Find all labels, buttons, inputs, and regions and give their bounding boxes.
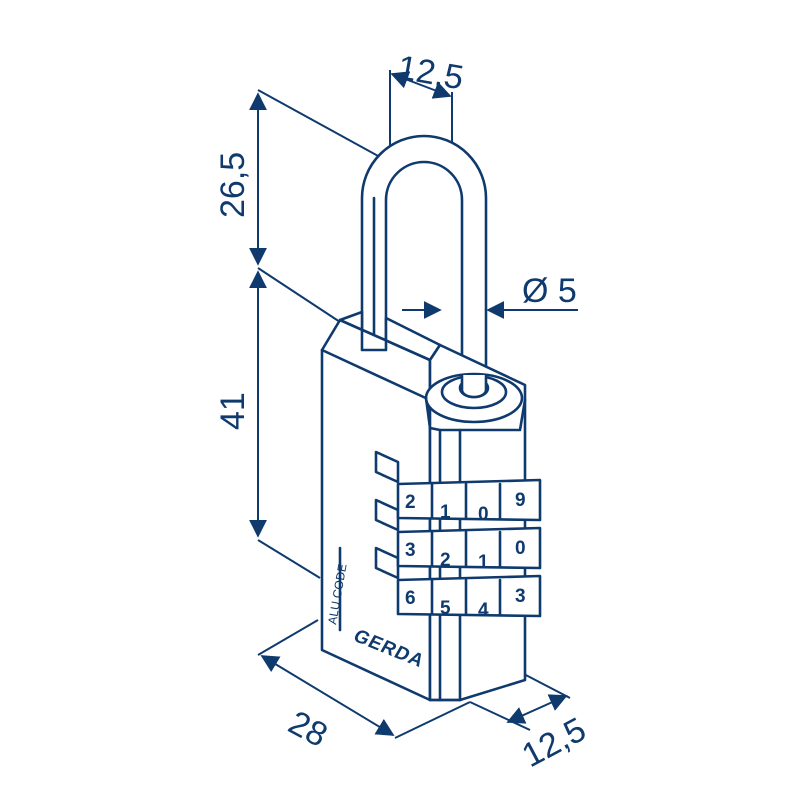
wheel-1-digit-4: 9	[515, 490, 526, 511]
wheel-3-digit-4: 3	[515, 586, 526, 607]
wheel-3-digit-2: 5	[440, 598, 451, 619]
wheel-2-digit-3: 1	[478, 552, 489, 573]
wheel-row-3: 6 5 4 3	[396, 574, 542, 621]
extension-line-bottom	[257, 539, 321, 579]
extension-line-mid	[257, 267, 341, 323]
wheel-1-band	[396, 478, 542, 522]
wheel-2-band	[396, 526, 542, 570]
wheel-1-digit-3: 0	[478, 504, 489, 525]
wheel-row-2: 3 2 1 0	[396, 526, 542, 573]
dimension-arrow-body-depth	[506, 694, 568, 724]
wheel-3-digit-3: 4	[478, 600, 489, 621]
wheel-3-digit-1: 6	[405, 588, 416, 609]
wheel-2-digit-1: 3	[405, 540, 416, 561]
wheel-2-digit-4: 0	[515, 538, 526, 559]
wheel-2-digit-2: 2	[440, 550, 451, 571]
extension-line-width-right	[394, 701, 471, 739]
dimension-arrow-body-width	[260, 655, 395, 736]
combination-wheels: 2 1 0 9 3 2 1 0 6 5 4 3	[374, 450, 542, 621]
collar-skirt	[424, 396, 527, 432]
wheel-slot-1	[374, 450, 400, 484]
body-edge-top	[320, 348, 432, 402]
label-body-width: 28	[282, 704, 333, 755]
label-shackle-clearance: 12,5	[395, 48, 467, 97]
label-body-height: 41	[214, 392, 252, 430]
wheel-1-digit-1: 2	[405, 492, 416, 513]
extension-line-top	[257, 89, 401, 169]
extension-line-width-left	[257, 619, 319, 656]
wheel-row-1: 2 1 0 9	[396, 478, 542, 525]
wheel-1-digit-2: 1	[440, 502, 451, 523]
label-body-depth: 12,5	[516, 710, 592, 775]
wheel-slot-2	[374, 498, 400, 532]
dimension-arrow-shackle-clearance	[390, 71, 452, 99]
shackle-leg-in-collar	[460, 373, 488, 399]
label-shackle-diameter: Ø 5	[522, 272, 577, 310]
extension-line-depth-left	[469, 701, 531, 731]
wheel-slot-3	[374, 546, 400, 580]
wheel-3-band	[396, 574, 542, 618]
label-shackle-height: 26,5	[214, 152, 252, 218]
extension-line-depth-right	[519, 671, 571, 699]
dimension-lines	[249, 70, 578, 739]
